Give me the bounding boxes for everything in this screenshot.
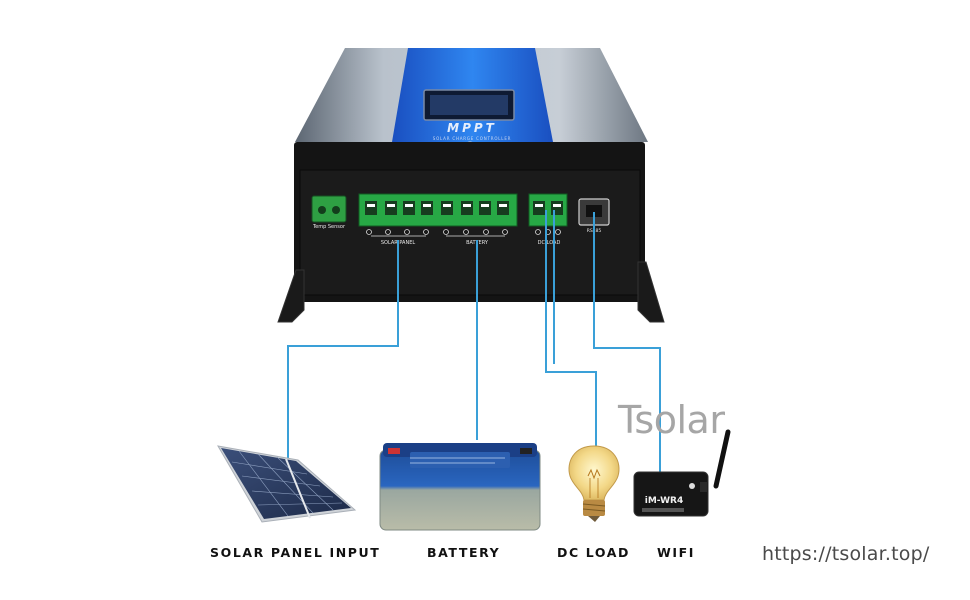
dc-load-wire-a [545, 210, 597, 446]
temp-sensor-screw-icon [332, 206, 340, 214]
connection-wires [287, 210, 661, 472]
temp-sensor-label: Temp Sensor [312, 224, 346, 230]
left-mounting-foot [277, 269, 305, 323]
battery-image [379, 443, 541, 531]
right-mounting-foot [637, 261, 665, 323]
wifi-module-label: iM-WR4 [645, 496, 684, 506]
controller-front-bevel [299, 169, 641, 296]
brand-label: MPPT [447, 121, 497, 135]
temp-sensor-screw-icon [318, 206, 326, 214]
site-url: https://tsolar.top/ [762, 543, 930, 565]
temp-sensor-port [311, 195, 347, 223]
polarity-markers [366, 229, 561, 235]
light-bulb-image [568, 445, 620, 522]
home-icon [689, 483, 695, 489]
caption-dc-load: DC LOAD [557, 545, 630, 560]
solar-wire [287, 240, 399, 458]
caption-battery: BATTERY [427, 545, 501, 560]
mppt-controller: MPPT SOLAR CHARGE CONTROLLER Temp Sensor [277, 48, 665, 323]
main-terminal-block [358, 193, 518, 227]
lcd-screen-inner [430, 95, 508, 115]
subtitle-label: SOLAR CHARGE CONTROLLER [433, 136, 511, 141]
caption-wifi: WIFI [657, 545, 696, 560]
wifi-module-image: iM-WR4 [633, 429, 731, 517]
dc-load-terminal-label: DC LOAD [538, 240, 561, 246]
wifi-wire [593, 212, 661, 472]
caption-solar-panel-input: SOLAR PANEL INPUT [210, 545, 381, 560]
solar-panel-image [217, 445, 357, 523]
watermark: Tsolar [618, 398, 725, 442]
